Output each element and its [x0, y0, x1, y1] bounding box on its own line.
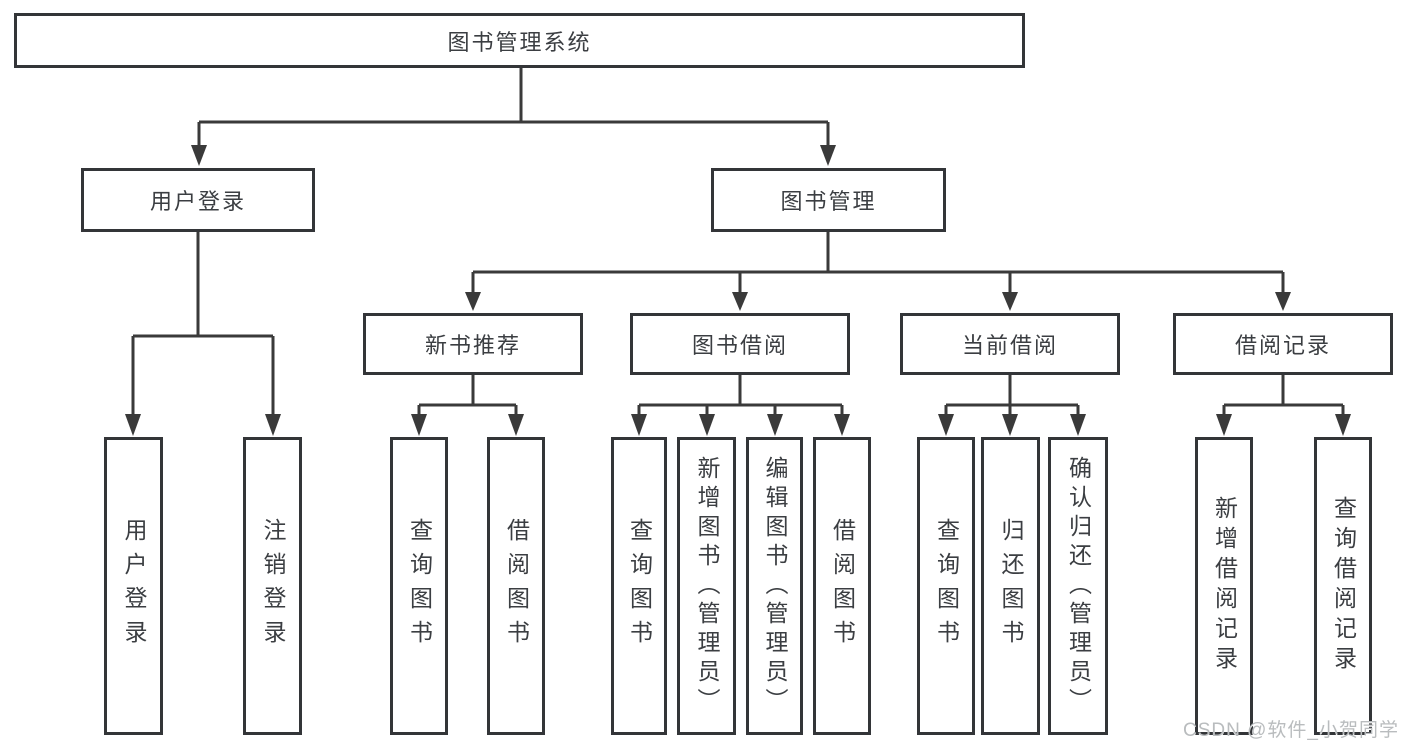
leaf-borrow-query-books-label: 查询图书 — [626, 518, 653, 654]
leaf-borrow-borrow-books: 借阅图书 — [813, 437, 871, 735]
leaf-user-login: 用户登录 — [104, 437, 163, 735]
leaf-user-login-label: 用户登录 — [121, 518, 147, 654]
leaf-recommend-borrow-books-label: 借阅图书 — [503, 518, 530, 654]
leaf-logout-label: 注销登录 — [260, 518, 286, 654]
leaf-borrow-query-books: 查询图书 — [611, 437, 667, 735]
node-book-management: 图书管理 — [711, 168, 946, 232]
leaf-recommend-query-books-label: 查询图书 — [406, 518, 433, 654]
leaf-current-query-books-label: 查询图书 — [933, 518, 960, 654]
leaf-current-return-books-label: 归还图书 — [998, 518, 1024, 654]
node-user-login: 用户登录 — [81, 168, 315, 232]
leaf-recommend-borrow-books: 借阅图书 — [487, 437, 545, 735]
leaf-borrow-edit-books-admin-label: 编辑图书（管理员） — [762, 455, 788, 717]
leaf-borrow-edit-books-admin: 编辑图书（管理员） — [746, 437, 803, 735]
leaf-borrow-add-books-admin-label: 新增图书（管理员） — [694, 455, 720, 717]
connector-root-to-level2 — [191, 68, 836, 166]
leaf-records-add-record: 新增借阅记录 — [1195, 437, 1253, 735]
leaf-logout: 注销登录 — [243, 437, 302, 735]
leaf-borrow-add-books-admin: 新增图书（管理员） — [677, 437, 736, 735]
connector-borrowing-records-to-leaves — [1216, 375, 1351, 436]
leaf-current-query-books: 查询图书 — [917, 437, 975, 735]
node-book-borrowing: 图书借阅 — [630, 313, 850, 375]
connector-book-borrowing-to-leaves — [631, 375, 850, 436]
node-new-book-recommendation: 新书推荐 — [363, 313, 583, 375]
connector-user-login-to-leaves — [125, 232, 281, 436]
leaf-records-add-record-label: 新增借阅记录 — [1211, 496, 1238, 676]
leaf-records-query-record-label: 查询借阅记录 — [1330, 496, 1357, 676]
node-book-management-label: 图书管理 — [780, 189, 877, 214]
node-user-login-label: 用户登录 — [149, 189, 246, 214]
node-current-borrowing-label: 当前借阅 — [961, 333, 1058, 358]
node-current-borrowing: 当前借阅 — [900, 313, 1120, 375]
node-library-system-label: 图书管理系统 — [447, 29, 592, 55]
connector-new-book-recommendation-to-leaves — [411, 375, 524, 436]
leaf-current-confirm-return-admin: 确认归还（管理员） — [1048, 437, 1108, 735]
csdn-watermark: CSDN @软件_小贺同学 — [1183, 720, 1399, 741]
leaf-current-confirm-return-admin-label: 确认归还（管理员） — [1065, 455, 1092, 717]
connector-book-management-to-level3 — [465, 232, 1291, 311]
leaf-records-query-record: 查询借阅记录 — [1314, 437, 1372, 735]
leaf-recommend-query-books: 查询图书 — [390, 437, 448, 735]
leaf-borrow-borrow-books-label: 借阅图书 — [829, 518, 856, 654]
node-book-borrowing-label: 图书借阅 — [691, 333, 788, 358]
connector-current-borrowing-to-leaves — [938, 375, 1086, 436]
node-library-system: 图书管理系统 — [14, 13, 1025, 68]
node-new-book-recommendation-label: 新书推荐 — [424, 333, 521, 358]
node-borrowing-records: 借阅记录 — [1173, 313, 1393, 375]
node-borrowing-records-label: 借阅记录 — [1234, 333, 1331, 358]
leaf-current-return-books: 归还图书 — [981, 437, 1040, 735]
